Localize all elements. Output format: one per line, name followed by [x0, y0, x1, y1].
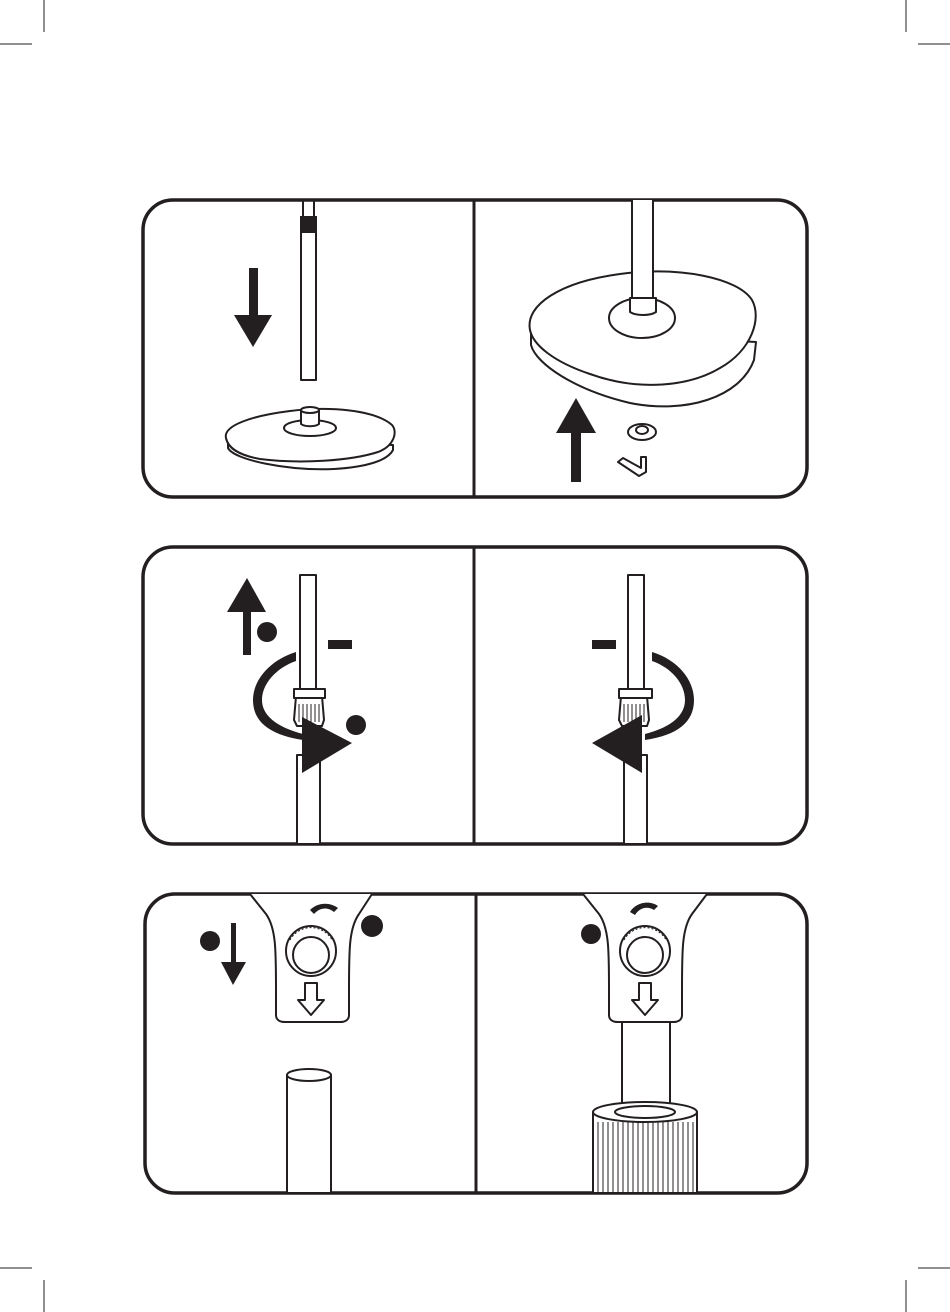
fan-head-bracket-icon — [250, 894, 372, 1022]
pole-icon — [294, 575, 325, 844]
panel-2a — [227, 575, 366, 844]
step-marker-icon — [581, 924, 601, 944]
panel-3a — [200, 894, 383, 1193]
knob-icon — [286, 926, 336, 976]
washer-icon — [628, 424, 656, 440]
up-arrow-icon — [227, 578, 266, 655]
step-marker-icon — [257, 622, 277, 642]
pole-icon — [619, 575, 652, 844]
down-arrow-icon — [221, 923, 246, 985]
pole-icon — [300, 200, 317, 380]
step-marker-icon — [346, 715, 366, 735]
down-arrow-icon — [234, 268, 272, 347]
step-row-1 — [143, 200, 807, 497]
step-marker-icon — [200, 931, 220, 951]
collar-icon — [593, 1102, 697, 1193]
up-arrow-icon — [556, 398, 596, 482]
knob-icon — [620, 926, 670, 976]
base-icon — [226, 407, 395, 469]
base-icon — [530, 200, 756, 406]
step-row-2 — [143, 547, 807, 844]
panel-2b — [592, 575, 694, 844]
step-marker-icon — [361, 915, 383, 937]
panel-1b — [530, 200, 756, 482]
panel-3b — [581, 894, 707, 1193]
tube-icon — [287, 1069, 331, 1193]
panel-1a — [226, 200, 395, 469]
step-row-3 — [145, 894, 807, 1193]
fan-head-bracket-icon — [583, 894, 707, 1022]
hex-key-icon — [618, 457, 646, 476]
